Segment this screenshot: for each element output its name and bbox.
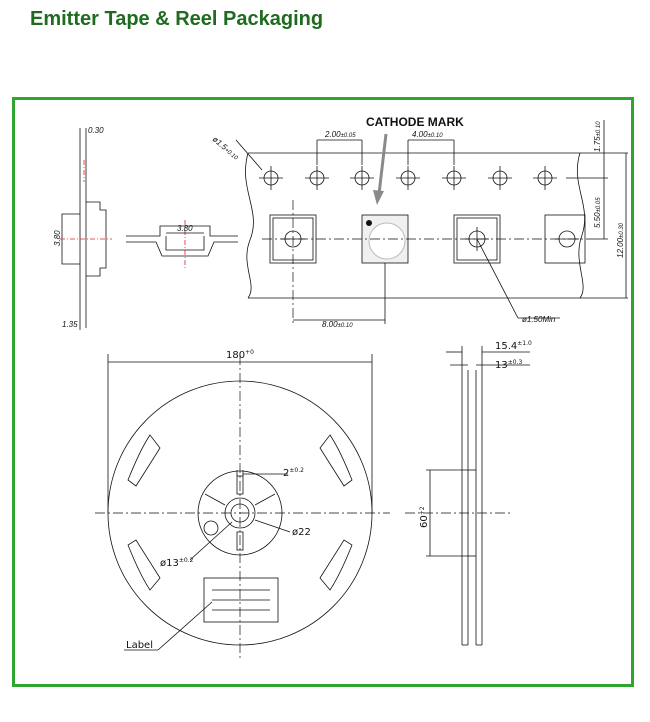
tape-side-view: 0.30 3.80 1.35 xyxy=(53,126,112,330)
sprocket-holes xyxy=(259,166,557,190)
thickness-dim: 0.30 xyxy=(88,126,104,135)
carrier-tape-top-view: CATHODE MARK 2.00±0.05 4.00±0.10 ø1.5+0.… xyxy=(211,115,628,329)
reel-width-inner-dim: 13±0.3 xyxy=(495,359,522,371)
reel-width-outer-dim: 15.4±1.0 xyxy=(495,340,532,352)
pocket-hole-dim: ø1.50Min xyxy=(522,315,556,324)
bottom-dim: 1.35 xyxy=(62,320,78,329)
hub-dim: ø22 xyxy=(292,527,311,538)
page-title: Emitter Tape & Reel Packaging xyxy=(30,8,324,30)
cathode-mark-label: CATHODE MARK xyxy=(366,115,464,129)
edge-dim: 1.75±0.10 xyxy=(593,121,602,152)
offset-dim: 5.50±0.05 xyxy=(593,197,602,228)
drawing-frame xyxy=(12,97,634,687)
reel-front-view: 180+0 2±0.2 ø22 ø13±0.2 L xyxy=(95,349,390,660)
spindle-dim: ø13±0.2 xyxy=(160,557,194,569)
pocket-depth-dim: 3.80 xyxy=(177,224,193,233)
hole-dia-dim: ø1.5+0.10 xyxy=(211,135,241,162)
pocket-height-dim: 3.80 xyxy=(53,230,62,246)
tape-width-dim: 12.00±0.30 xyxy=(616,222,625,258)
pitch-2-dim: 2.00±0.05 xyxy=(324,130,356,139)
tape-cross-section: 3.80 xyxy=(126,220,238,270)
core-dim: 60+2 xyxy=(419,506,430,528)
pitch-4-dim: 4.00±0.10 xyxy=(412,130,443,139)
pocket-pitch-dim: 8.00±0.10 xyxy=(322,320,353,329)
reel-windows xyxy=(127,434,353,591)
slot-dim: 2±0.2 xyxy=(283,467,304,479)
label-callout: Label xyxy=(126,640,153,651)
reel-side-view: 15.4±1.0 13±0.3 60+2 xyxy=(405,340,532,646)
reel-diameter-dim: 180+0 xyxy=(226,349,254,361)
